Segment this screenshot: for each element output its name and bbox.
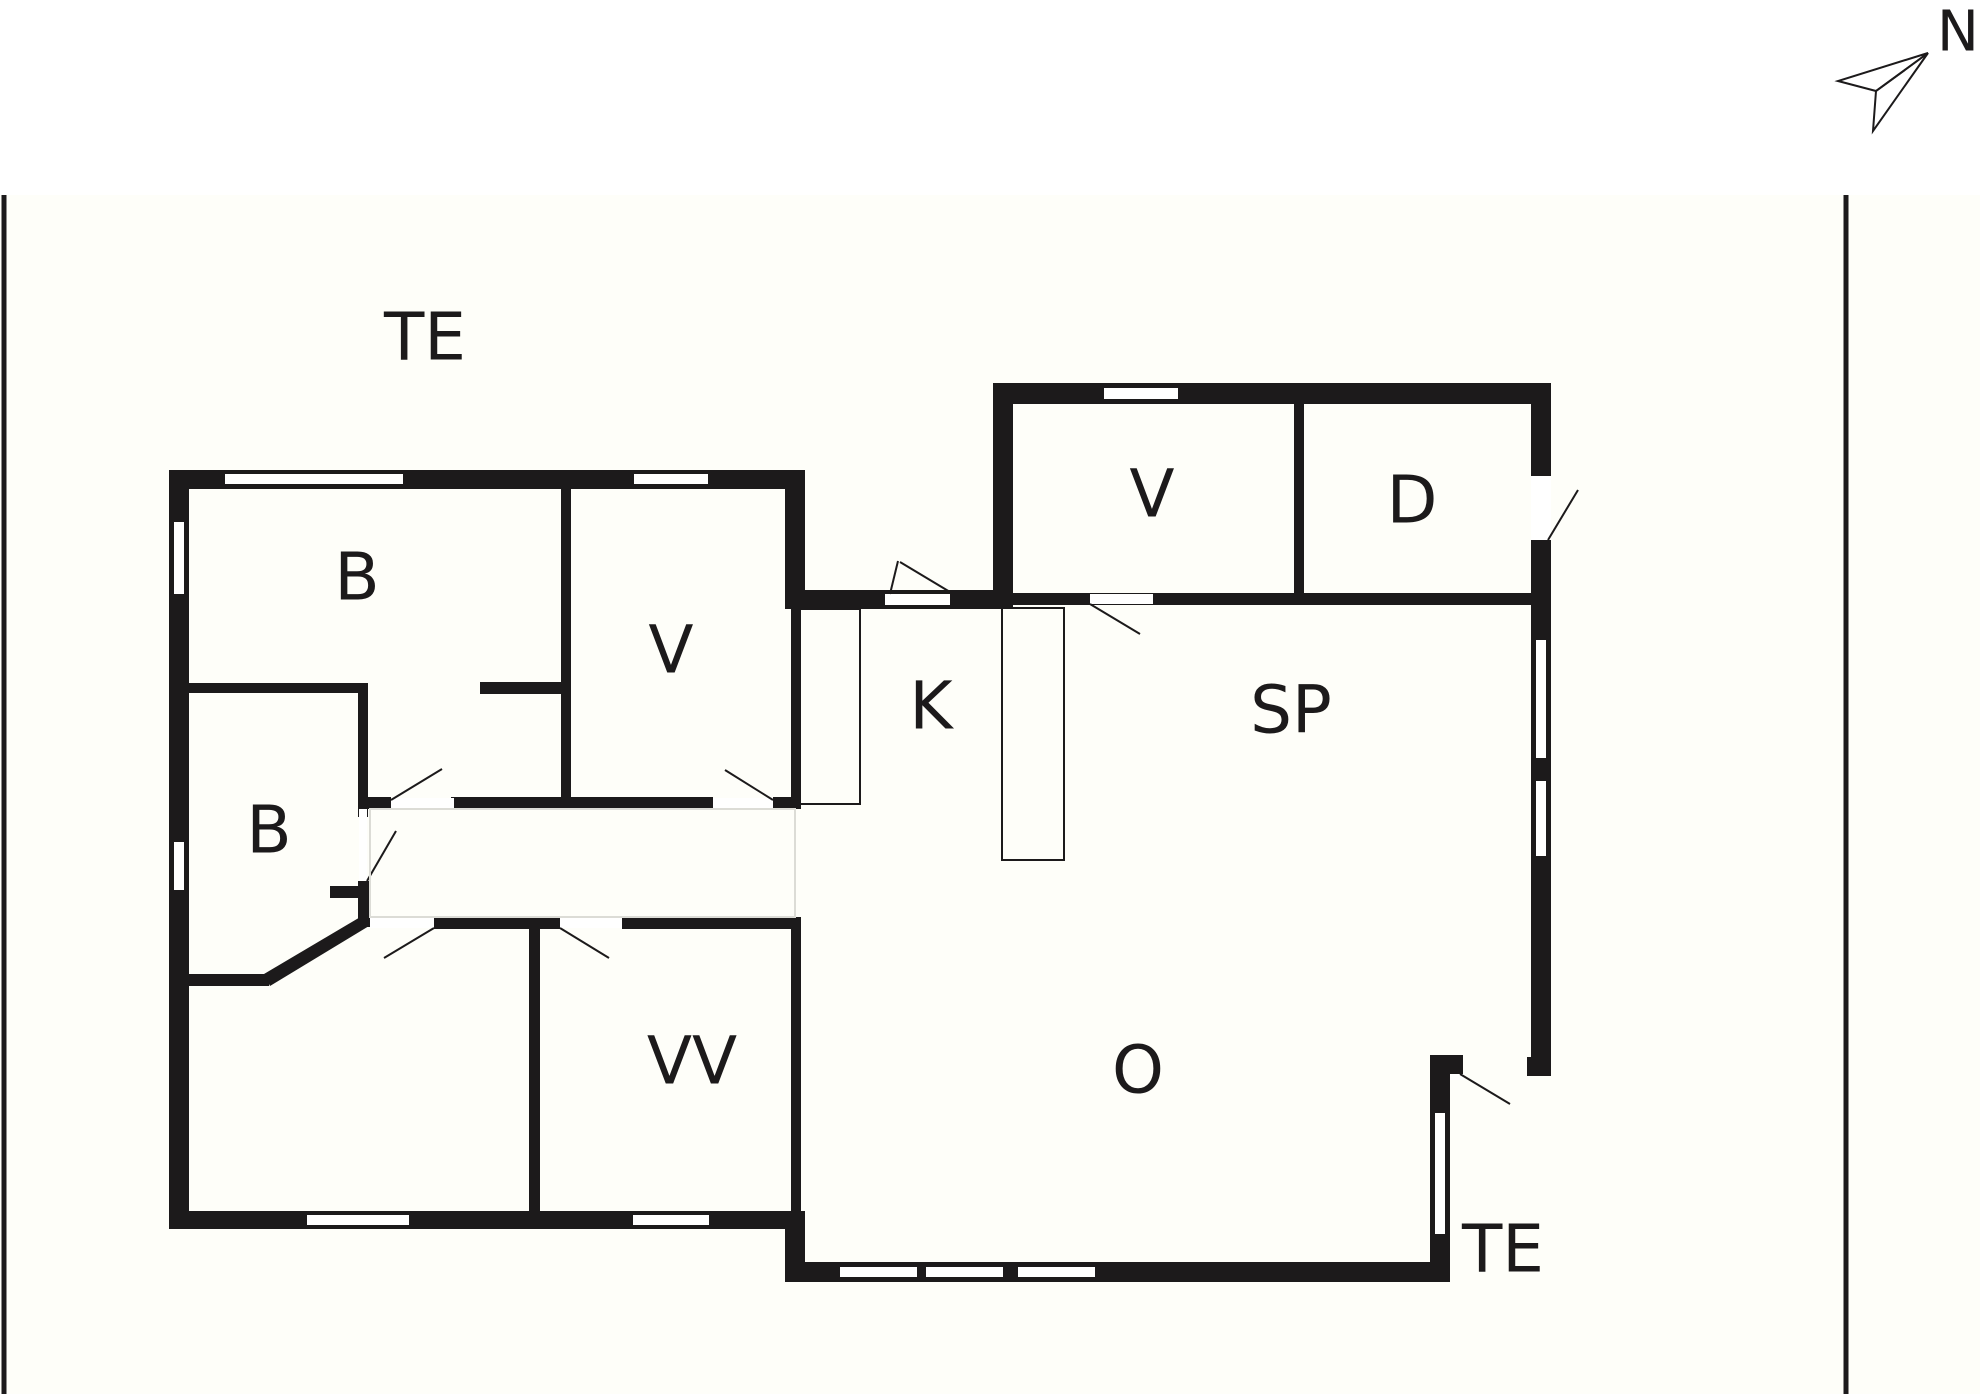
kitchen-counter	[797, 607, 1065, 861]
room-label-bedroom-1: B	[334, 539, 379, 616]
east-wing-door-openings	[1090, 476, 1551, 1080]
east-wing-door-swings	[899, 489, 1579, 1105]
room-label-bathroom-west: V	[648, 612, 693, 689]
room-label-terrace-top: TE	[383, 299, 466, 376]
room-label-terrace-bottom: TE	[1461, 1211, 1544, 1288]
room-label-living: O	[1112, 1032, 1164, 1109]
room-label-dining: SP	[1250, 672, 1332, 749]
hallway-outline	[369, 808, 796, 918]
compass-label: N	[1937, 0, 1979, 65]
lot-area	[0, 195, 1980, 1394]
room-label-bedroom-2: B	[246, 792, 291, 869]
east-wing-windows	[840, 388, 1546, 1277]
room-label-dressing: D	[1387, 462, 1438, 539]
west-wing-windows	[174, 474, 950, 1225]
north-arrow-icon	[1834, 52, 1929, 135]
west-wing-door-swings	[366, 560, 899, 959]
room-label-bathroom-east: V	[1129, 456, 1174, 533]
room-label-utility: VV	[647, 1023, 737, 1100]
room-label-kitchen: K	[909, 668, 954, 745]
west-wing-door-openings	[359, 798, 773, 928]
